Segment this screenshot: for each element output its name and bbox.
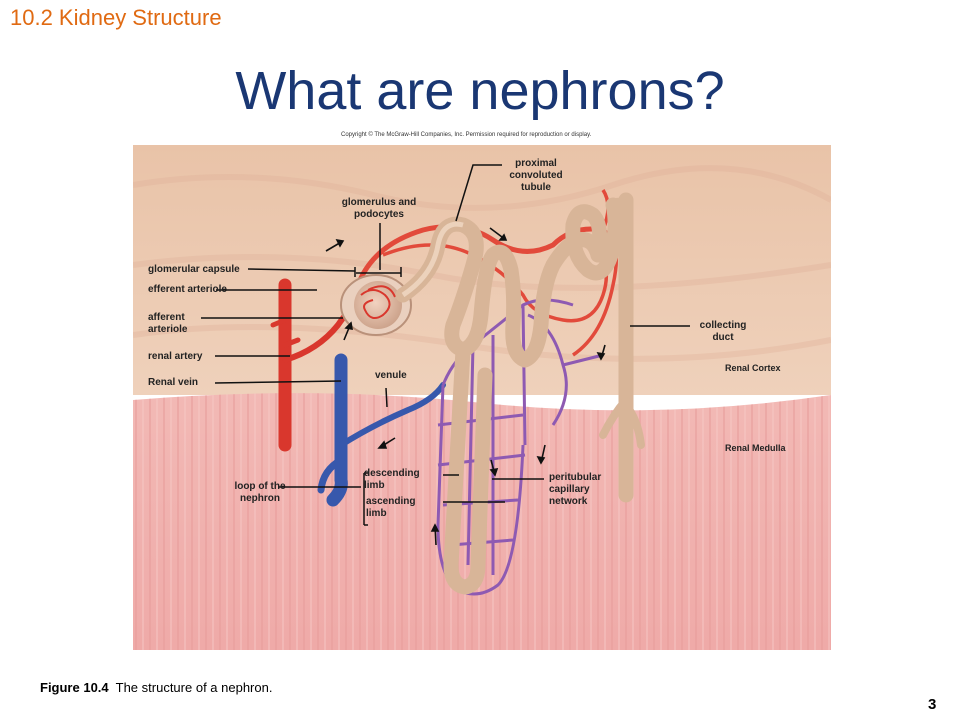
copyright-notice: Copyright © The McGraw-Hill Companies, I… xyxy=(341,132,592,138)
label-proximal-tubule: proximal convoluted tubule xyxy=(509,158,563,193)
glomerulus xyxy=(354,281,402,329)
label-glomerulus: glomerulus and podocytes xyxy=(341,197,417,220)
label-afferent-arteriole: afferent arteriole xyxy=(148,312,188,335)
page-number: 3 xyxy=(928,696,937,713)
label-loop: loop of the nephron xyxy=(234,481,286,504)
label-collecting-duct: collecting duct xyxy=(699,320,747,343)
label-efferent-arteriole: efferent arteriole xyxy=(148,284,227,295)
label-venule: venule xyxy=(375,370,407,381)
figure-number: Figure 10.4 xyxy=(40,680,109,695)
label-descending-limb: descending limb xyxy=(364,468,420,491)
label-renal-vein: Renal vein xyxy=(148,377,199,388)
label-renal-cortex: Renal Cortex xyxy=(725,363,781,373)
figure-text: The structure of a nephron. xyxy=(115,680,273,695)
figure-caption: Figure 10.4 The structure of a nephron. xyxy=(40,680,272,695)
efferent-arteriole xyxy=(355,224,606,288)
tubule xyxy=(395,197,623,595)
leader-lines xyxy=(201,164,690,526)
label-peritubular: peritubular capillary network xyxy=(549,472,602,507)
nephron-diagram xyxy=(133,145,831,650)
descending-limb xyxy=(443,342,493,595)
label-glomerular-capsule: glomerular capsule xyxy=(148,264,240,275)
venule xyxy=(338,382,446,448)
renal-vein xyxy=(326,353,348,507)
label-ascending-limb: ascending limb xyxy=(366,496,416,519)
flow-arrows xyxy=(325,227,606,546)
label-renal-artery: renal artery xyxy=(148,351,203,362)
label-renal-medulla: Renal Medulla xyxy=(725,443,786,453)
section-tag: 10.2 Kidney Structure xyxy=(10,5,222,30)
page-title: What are nephrons? xyxy=(235,61,725,121)
